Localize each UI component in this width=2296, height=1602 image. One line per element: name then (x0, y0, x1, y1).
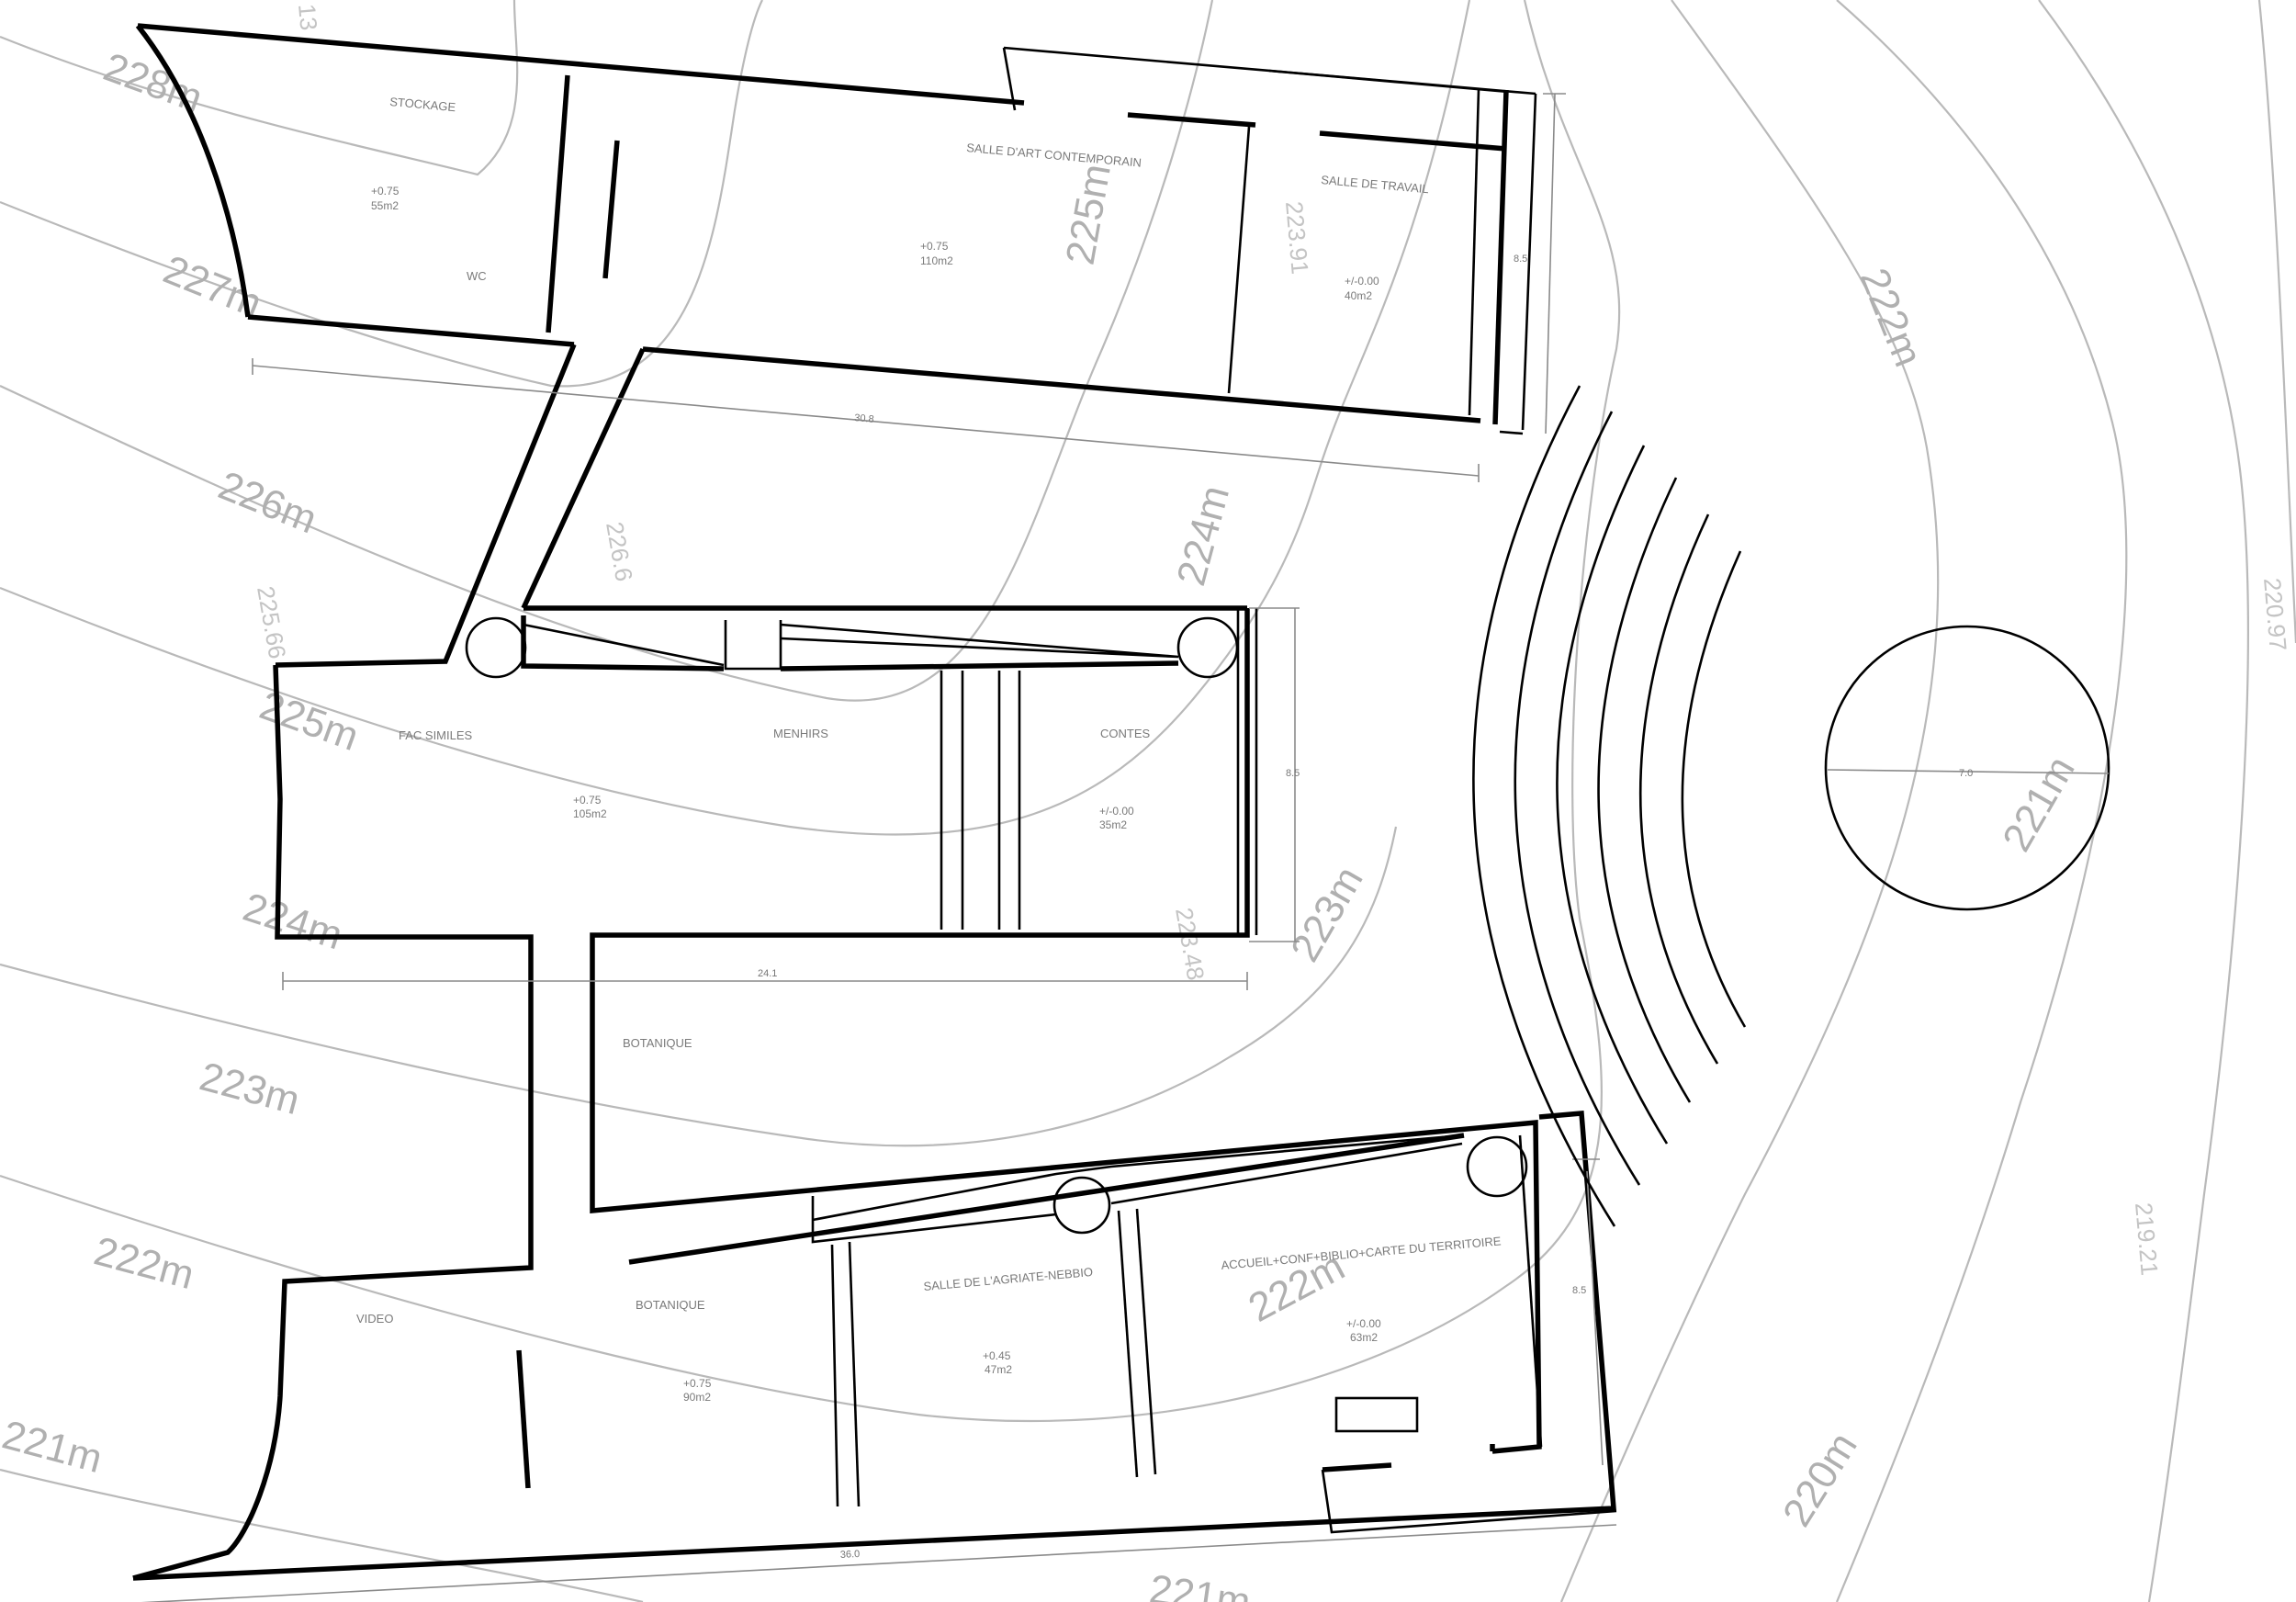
room-label-travail: SALLE DE TRAVAIL (1321, 173, 1430, 196)
south-wing (132, 1111, 1617, 1581)
room-level: +0.75 (573, 794, 602, 807)
contour-label: 224m (238, 885, 348, 959)
room-label-art: SALLE D'ART CONTEMPORAIN (966, 141, 1142, 170)
dim-label: 30.8 (854, 412, 874, 425)
contour-label: 224m (1168, 481, 1238, 591)
dimensions: 30.8 8.5 8.5 24.1 8.5 36.0 (141, 93, 1617, 1602)
north-wing (135, 23, 1537, 435)
room-area: 47m2 (985, 1363, 1012, 1376)
room-level: +0.75 (371, 185, 400, 197)
room-level: +/-0.00 (1099, 805, 1134, 818)
room-area: 105m2 (573, 807, 607, 820)
room-level: +0.75 (920, 240, 949, 253)
room-area: 55m2 (371, 199, 399, 212)
room-label-contes: CONTES (1100, 727, 1151, 740)
circle-plaza: 7.0 (1824, 625, 2110, 911)
spot-elevation: 223.48 (1170, 906, 1210, 983)
dim-label: 36.0 (840, 1549, 861, 1561)
room-label-botanique: BOTANIQUE (636, 1298, 705, 1312)
room-level: +0.75 (683, 1377, 712, 1390)
contour-labels: 228m 227m 226m 225m 224m 223m 222m 221m … (0, 3, 2292, 1602)
spot-elevation: 226.6 (601, 520, 638, 583)
contour-label: 221m (0, 1412, 107, 1482)
contour-label: 223m (195, 1054, 304, 1123)
room-label-facsimiles: FAC SIMILES (399, 728, 473, 742)
contour-label: 222m (89, 1228, 198, 1298)
room-area: 110m2 (920, 254, 953, 267)
dim-label: 8.5 (1572, 1285, 1586, 1296)
room-level: +/-0.00 (1346, 1317, 1381, 1330)
room-label-video: VIDEO (356, 1312, 393, 1326)
contour-label: 223m (1282, 859, 1371, 969)
room-level: +0.45 (983, 1349, 1011, 1362)
room-labels: STOCKAGE +0.75 55m2 WC SALLE D'ART CONTE… (356, 95, 1502, 1404)
room-area: 40m2 (1345, 289, 1372, 302)
room-area: 35m2 (1099, 818, 1127, 831)
room-level: +/-0.00 (1345, 275, 1379, 288)
room-label-accueil: ACCUEIL+CONF+BIBLIO+CARTE DU TERRITOIRE (1221, 1234, 1502, 1272)
dim-label: 8.5 (1514, 254, 1527, 265)
room-label-botanique: BOTANIQUE (623, 1036, 692, 1050)
contour-label: 225m (254, 683, 365, 760)
room-label-agriate: SALLE DE L'AGRIATE-NEBBIO (923, 1265, 1094, 1293)
contour-label: 221m (1147, 1566, 1254, 1602)
middle-wing (132, 608, 1542, 1581)
contour-label: 222m (1851, 262, 1931, 372)
room-label-wc: WC (467, 269, 487, 283)
spot-elevation: 225.66 (252, 584, 291, 661)
contour-label: 221m (1994, 749, 2083, 859)
room-area: 90m2 (683, 1391, 711, 1404)
spot-elevation: 220.97 (2258, 577, 2292, 652)
room-label-menhirs: MENHIRS (773, 727, 828, 740)
radiating-arcs (1472, 385, 1747, 1227)
spot-elevation: 223.91 (1280, 200, 1314, 276)
contour-label: 225m (1058, 161, 1120, 268)
spot-elevation: 13 (293, 3, 322, 31)
connectors (275, 343, 1247, 668)
dim-label: 8.5 (1286, 768, 1300, 779)
dim-label: 24.1 (758, 968, 777, 979)
contour-label: 227m (157, 247, 267, 327)
dim-label: 7.0 (1959, 768, 1973, 779)
contour-label: 226m (212, 463, 322, 543)
contour-label: 220m (1774, 1425, 1866, 1534)
room-area: 63m2 (1350, 1331, 1378, 1344)
room-label-stockage: STOCKAGE (389, 95, 456, 114)
spot-elevation: 219.21 (2130, 1202, 2164, 1277)
